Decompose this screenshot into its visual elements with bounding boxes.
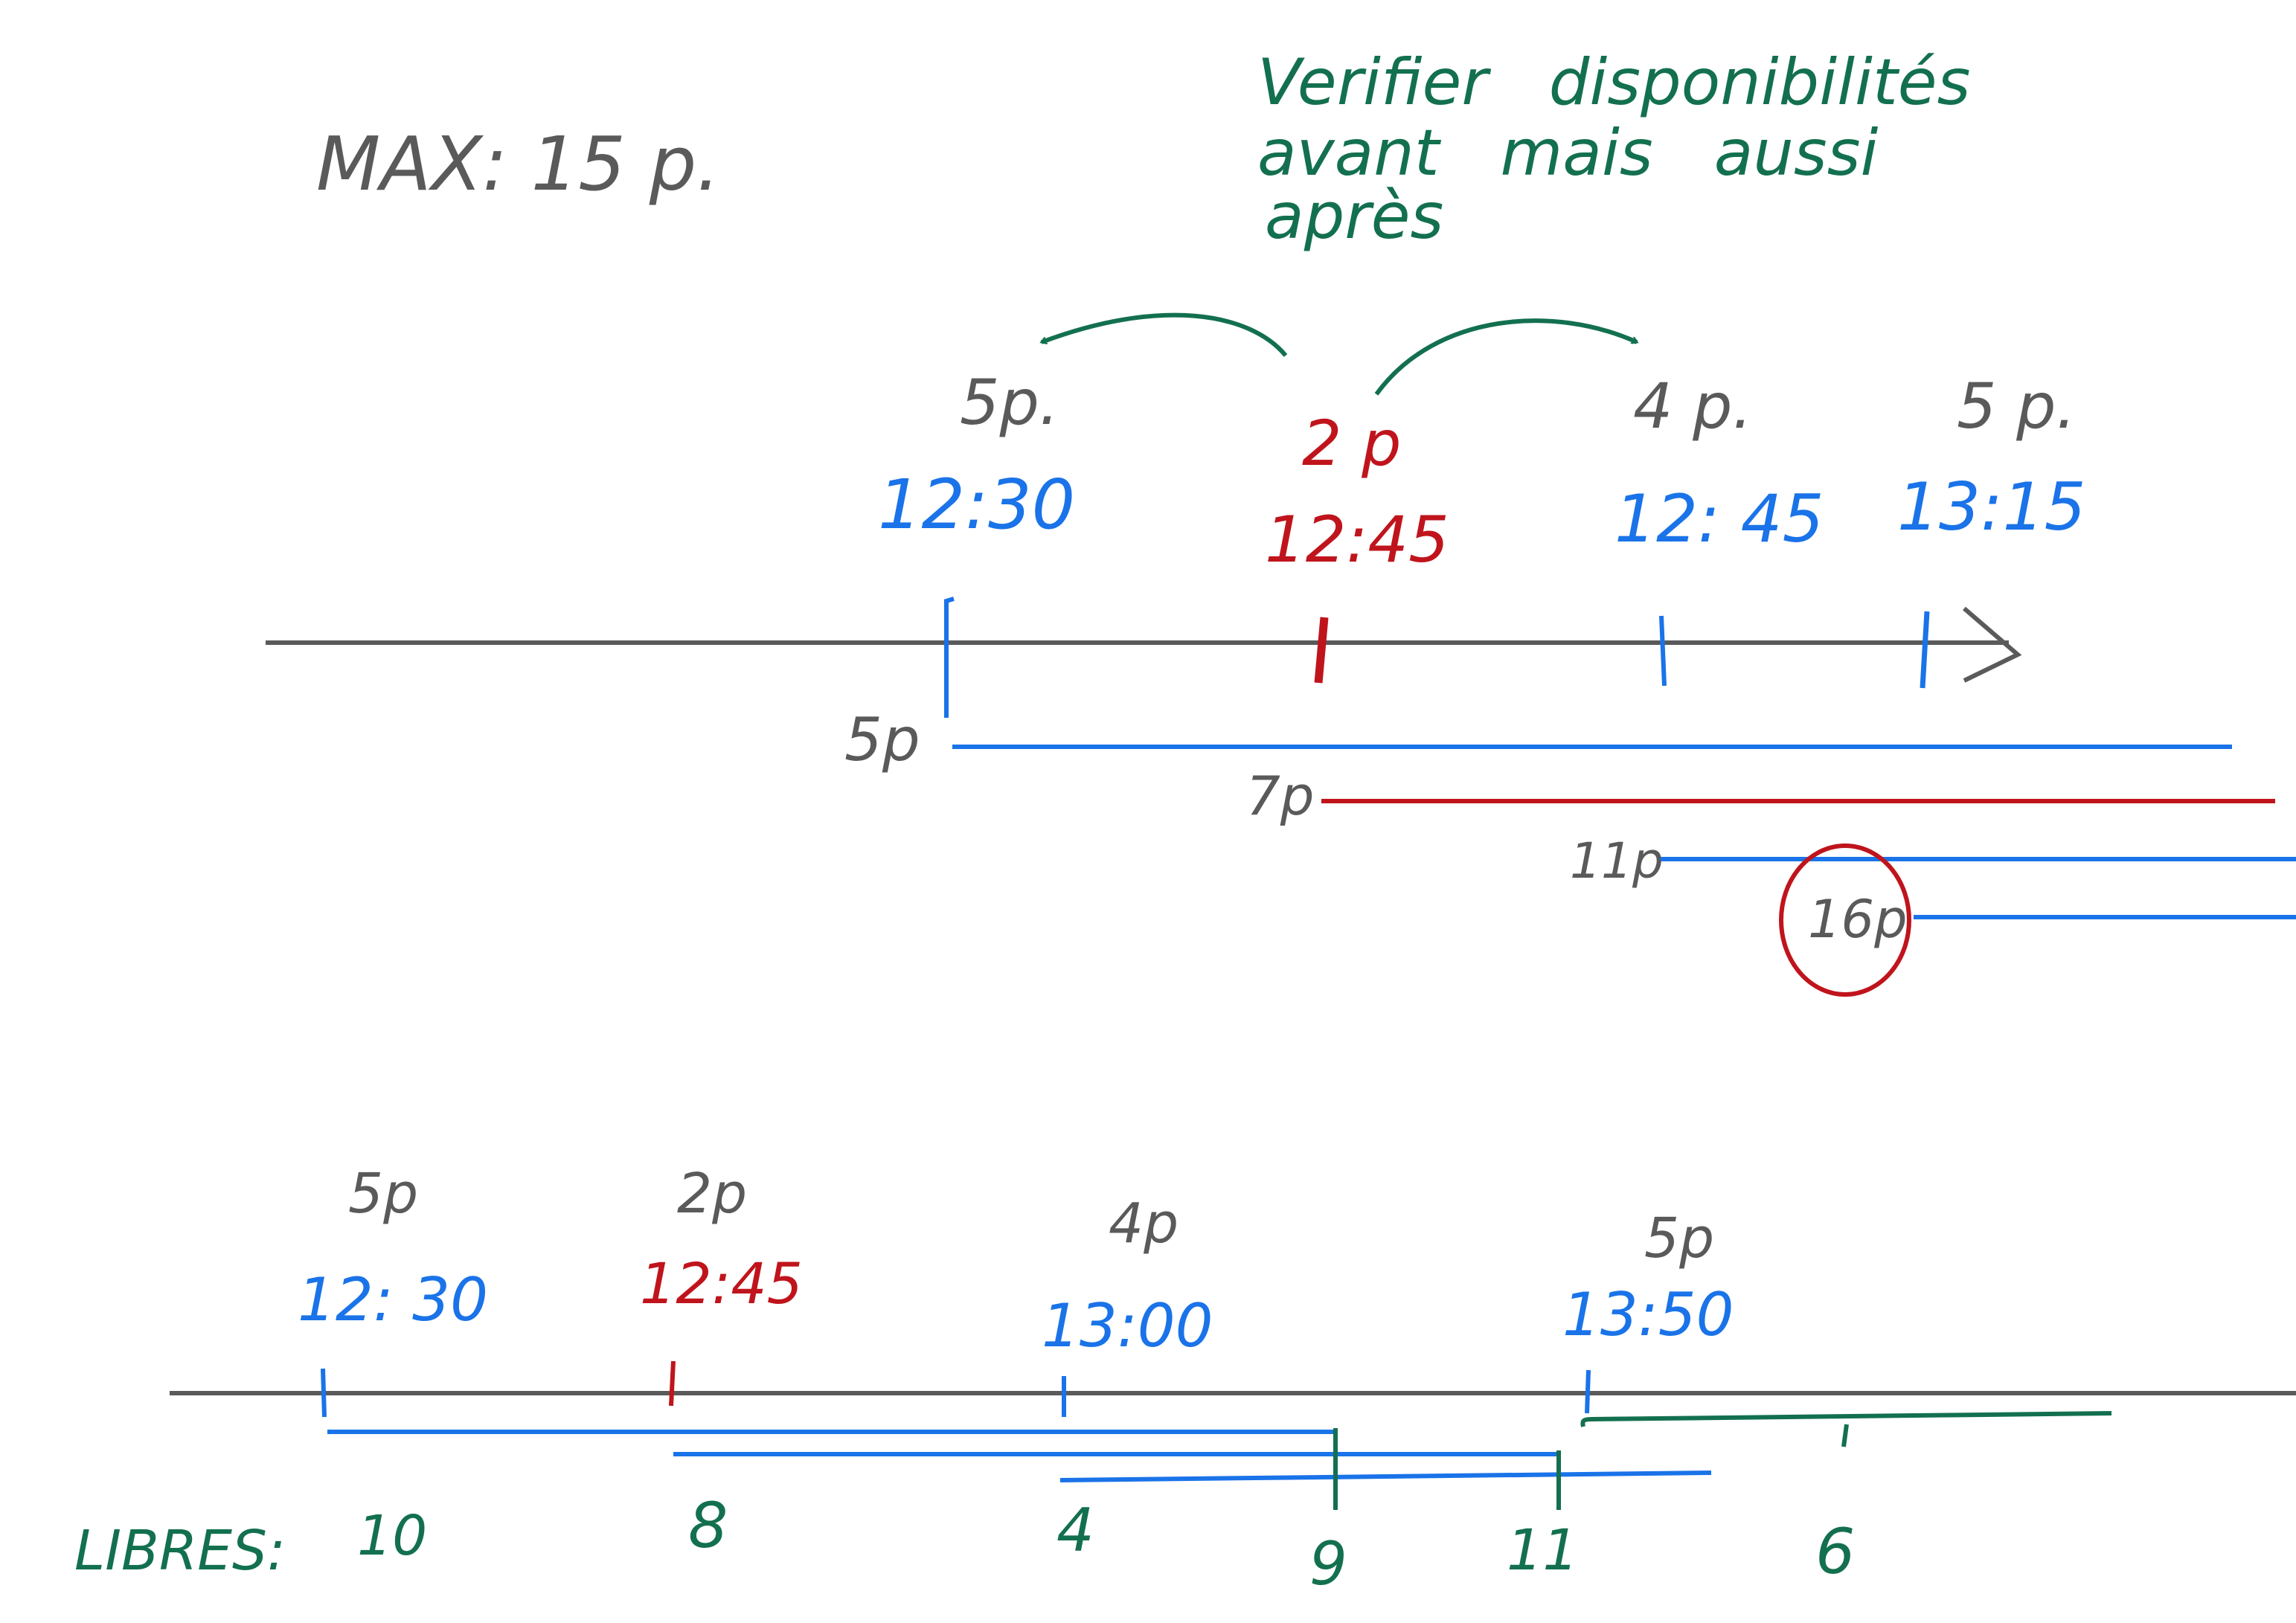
libres-label: LIBRES: — [74, 1519, 286, 1583]
top-tick-1230 — [944, 597, 955, 718]
bottom-event-2-people: 2p — [677, 1162, 747, 1226]
max-capacity-label: MAX: 15 p. — [316, 120, 720, 208]
libres-value-3: 4 — [1056, 1496, 1094, 1565]
check-before-arrow — [1042, 312, 1288, 357]
occupancy-label-3: 11p — [1570, 832, 1664, 890]
top-timeline: 5p. 12:30 2 p 12:45 4 p. 12: 45 5 p. 13:… — [266, 366, 2296, 997]
top-event-3-time: 12: 45 — [1614, 481, 1824, 557]
top-axis-arrowhead — [1963, 606, 2022, 683]
top-event-1-people: 5p. — [960, 366, 1059, 439]
note-line-3: après — [1265, 179, 1443, 254]
libres-value-6: 6 — [1815, 1515, 1855, 1588]
bottom-event-4-time: 13:50 — [1562, 1280, 1734, 1349]
libres-value-2: 8 — [688, 1489, 728, 1562]
libres-value-4: 9 — [1309, 1529, 1347, 1598]
green-bracket — [1580, 1411, 2112, 1427]
top-event-2-time: 12:45 — [1265, 503, 1449, 577]
libres-value-1: 10 — [357, 1504, 427, 1568]
note-line-2: avant mais aussi — [1257, 116, 1879, 190]
top-event-1-time: 12:30 — [878, 465, 1075, 544]
bottom-span-3 — [1059, 1471, 1712, 1482]
green-bracket-tick — [1841, 1424, 1849, 1447]
verification-note: Verifier disponibilités avant mais aussi… — [1257, 45, 1970, 254]
note-line-1: Verifier disponibilités — [1257, 45, 1970, 120]
top-tick-1245 — [1659, 615, 1667, 687]
bottom-event-1-people: 5p — [348, 1162, 418, 1226]
bottom-tick-1230 — [321, 1368, 327, 1418]
bottom-tick-1350 — [1585, 1369, 1591, 1414]
check-after-arrow — [1374, 318, 1637, 396]
top-event-2-people: 2 p — [1302, 407, 1401, 480]
occupancy-label-2: 7p — [1246, 765, 1315, 827]
libres-value-5: 11 — [1507, 1517, 1579, 1583]
bottom-timeline: 5p 12: 30 2p 12:45 4p 13:00 5p 13:50 LIB… — [74, 1162, 2296, 1598]
bottom-event-2-time: 12:45 — [640, 1250, 803, 1317]
top-event-3-people: 4 p. — [1633, 370, 1752, 443]
occupancy-label-1: 5p — [844, 705, 920, 774]
bottom-event-1-time: 12: 30 — [298, 1265, 488, 1334]
bottom-event-3-time: 13:00 — [1042, 1291, 1213, 1360]
overflow-circle — [1779, 843, 1911, 997]
bottom-event-3-people: 4p — [1109, 1192, 1179, 1256]
bottom-tick-1245 — [669, 1360, 676, 1407]
occupancy-label-4: 16p — [1808, 889, 1908, 950]
top-tick-1245-new — [1314, 617, 1329, 684]
top-event-4-people: 5 p. — [1957, 370, 2076, 443]
bottom-event-4-people: 5p — [1644, 1206, 1714, 1270]
top-event-4-time: 13:15 — [1897, 469, 2086, 545]
top-tick-1315 — [1920, 611, 1930, 689]
